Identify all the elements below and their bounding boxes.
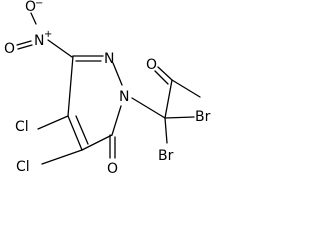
molecule-canvas: O − O N + N N O Br Br Cl Cl O [4,0,211,177]
atom-n-nitro: N [34,33,44,49]
bond-c-br-lower [164,117,168,144]
bond-c5-c6 [67,55,74,117]
bond-nitro-n-o-top [30,12,37,25]
charge-o-minus: − [35,0,43,9]
bond-co-methyl [171,79,201,98]
bond-nitro-n-c6 [47,39,73,58]
atom-n-ring-substituted: N [119,89,129,105]
bond-c-br-right [164,116,195,119]
bond-c4-cl [41,149,83,165]
bond-c5-cl [37,115,69,130]
bond-co-o-b [154,70,169,85]
atom-n-ring: N [104,51,114,67]
bond-co-o-a [157,66,173,81]
atom-o-ketone: O [146,57,157,73]
bond-c4-c5-a [67,115,83,151]
atom-cl-upper: Cl [15,119,29,135]
bond-n2-c3 [111,105,122,136]
charge-n-plus: + [44,29,52,40]
atom-o-nitro-top: O [25,0,36,15]
bond-nitro-n-o-left-b [17,44,33,50]
atom-br-lower: Br [158,148,174,164]
structure-diagram: O − O N + N N O Br Br Cl Cl O [4,0,211,177]
bond-c4-c5-b [75,115,89,145]
bond-n2-cbr2 [131,97,166,119]
atom-o-nitro-left: O [4,41,15,57]
bond-nitro-n-o-left-a [16,40,32,46]
bond-cbr2-co [164,79,173,119]
bond-n1-n2 [112,62,123,86]
atom-o-lactam: O [107,161,118,177]
atom-br-right: Br [195,109,211,125]
bond-c3-c4 [81,134,113,151]
atom-cl-lower: Cl [16,159,30,175]
